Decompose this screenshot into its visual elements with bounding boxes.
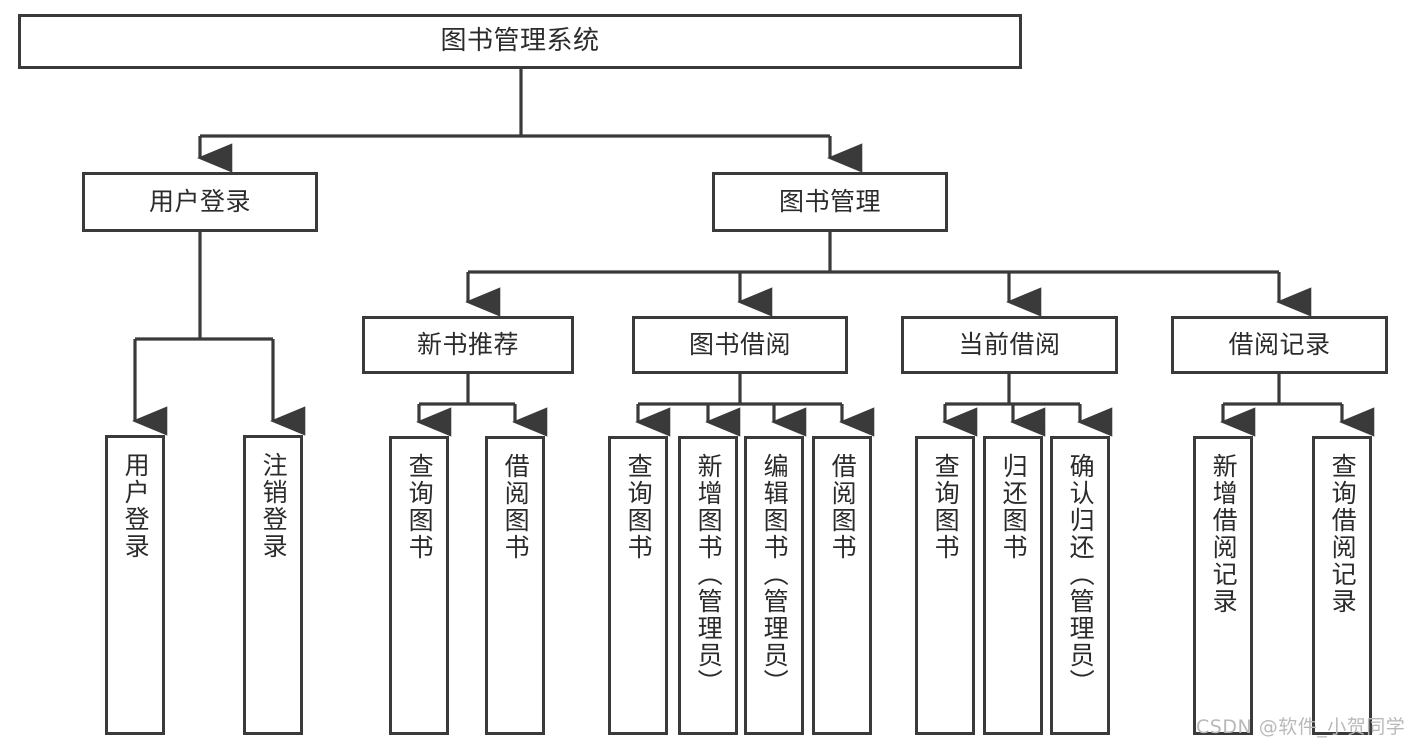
node-book-borrow-label: 图书借阅 [688, 329, 791, 359]
node-leaf-query-book-borrow-label: 查询图书 [624, 453, 654, 561]
node-user-login[interactable]: 用户登录 [82, 172, 318, 232]
node-leaf-query-borrow-record[interactable]: 查询借阅记录 [1312, 436, 1372, 735]
node-leaf-query-book-rec[interactable]: 查询图书 [389, 436, 449, 735]
node-leaf-confirm-return-admin[interactable]: 确认归还（管理员） [1050, 436, 1110, 735]
node-current-borrow-label: 当前借阅 [958, 329, 1061, 359]
node-user-login-label: 用户登录 [148, 186, 251, 216]
node-book-borrow[interactable]: 图书借阅 [632, 316, 848, 374]
node-leaf-logout-label: 注销登录 [259, 452, 289, 560]
node-leaf-query-book-borrow[interactable]: 查询图书 [608, 436, 668, 735]
node-leaf-borrow-book-label: 借阅图书 [828, 453, 858, 561]
node-leaf-query-borrow-record-label: 查询借阅记录 [1328, 453, 1358, 615]
node-leaf-return-book-label: 归还图书 [999, 453, 1029, 561]
node-leaf-query-book-current-label: 查询图书 [931, 453, 961, 561]
node-root-label: 图书管理系统 [440, 25, 600, 56]
node-borrow-records-label: 借阅记录 [1228, 329, 1331, 359]
node-borrow-records[interactable]: 借阅记录 [1171, 316, 1388, 374]
node-leaf-query-book-current[interactable]: 查询图书 [915, 436, 975, 735]
node-leaf-edit-book-admin[interactable]: 编辑图书（管理员） [744, 436, 804, 735]
node-leaf-confirm-return-admin-label: 确认归还（管理员） [1066, 453, 1096, 696]
node-root[interactable]: 图书管理系统 [18, 14, 1022, 69]
node-new-book-recommend-label: 新书推荐 [416, 329, 519, 359]
node-leaf-borrow-book-rec-label: 借阅图书 [501, 453, 531, 561]
node-leaf-edit-book-admin-label: 编辑图书（管理员） [760, 453, 790, 696]
node-current-borrow[interactable]: 当前借阅 [901, 316, 1118, 374]
node-leaf-user-login-label: 用户登录 [121, 452, 151, 560]
node-leaf-user-login[interactable]: 用户登录 [105, 435, 165, 735]
node-leaf-logout[interactable]: 注销登录 [243, 435, 303, 735]
node-new-book-recommend[interactable]: 新书推荐 [362, 316, 574, 374]
node-leaf-add-borrow-record[interactable]: 新增借阅记录 [1193, 436, 1253, 735]
node-book-management[interactable]: 图书管理 [712, 172, 948, 232]
node-leaf-return-book[interactable]: 归还图书 [983, 436, 1043, 735]
node-leaf-add-book-admin[interactable]: 新增图书（管理员） [678, 436, 738, 735]
node-leaf-query-book-rec-label: 查询图书 [405, 453, 435, 561]
csdn-watermark: CSDN @软件_小贺同学 [1196, 716, 1405, 738]
node-leaf-borrow-book-rec[interactable]: 借阅图书 [485, 436, 545, 735]
node-leaf-add-borrow-record-label: 新增借阅记录 [1209, 453, 1239, 615]
node-leaf-add-book-admin-label: 新增图书（管理员） [694, 453, 724, 696]
node-leaf-borrow-book[interactable]: 借阅图书 [812, 436, 872, 735]
node-book-management-label: 图书管理 [778, 186, 881, 216]
